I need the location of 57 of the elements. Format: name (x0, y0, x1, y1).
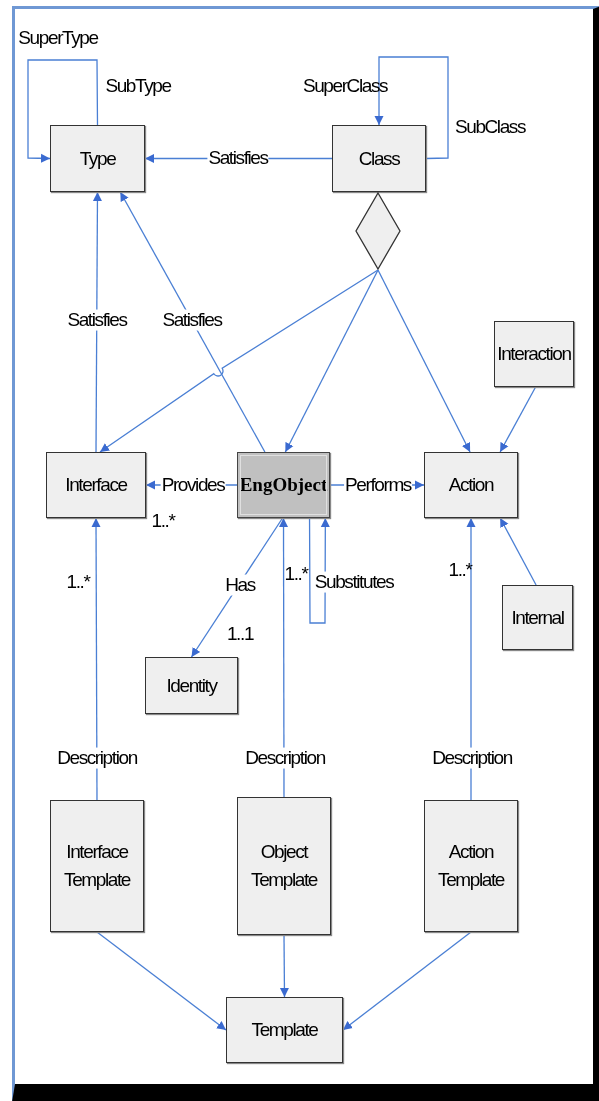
class-box (145, 657, 238, 714)
multiplicity-label: 1..* (284, 563, 308, 585)
edge-label: Description (56, 747, 138, 769)
arrow (499, 386, 537, 453)
arrow (374, 56, 449, 160)
class-name: Interface Template (63, 840, 132, 892)
arrow (279, 517, 288, 798)
class-box (237, 452, 330, 518)
class-name: Type (79, 146, 116, 171)
class-box (332, 125, 426, 192)
class-name: Object Template (250, 840, 319, 892)
class-name: Internal (511, 605, 564, 630)
class-box (424, 800, 518, 932)
arrow (119, 191, 266, 453)
arrow (91, 517, 101, 801)
class-name: EngObject (239, 473, 328, 498)
edge-label: Satisfies (161, 309, 223, 331)
multiplicity-label: 1..1 (226, 623, 254, 645)
edge-label: Description (244, 747, 326, 769)
arrow (284, 269, 379, 453)
multiplicity-label: 1..* (448, 559, 472, 581)
class-name: Class (358, 146, 400, 171)
multiplicity-label: 1..* (151, 510, 175, 532)
class-box (50, 125, 145, 192)
class-name: Interaction (497, 342, 571, 367)
edge-label: Substitutes (313, 571, 395, 593)
role-label: SubType (105, 75, 171, 97)
arrow (27, 59, 99, 163)
class-box (494, 321, 574, 387)
class-name: Action (448, 473, 494, 498)
arrow (342, 931, 472, 1031)
edge-label: Description (431, 747, 513, 769)
class-box (50, 800, 144, 932)
arrow (92, 191, 102, 453)
multiplicity-label: 1..* (66, 571, 90, 593)
arrow (279, 934, 289, 998)
class-name: Action Template (437, 840, 506, 892)
class-name: Identity (166, 673, 217, 698)
class-box (424, 452, 518, 518)
role-label: SubClass (454, 116, 526, 138)
edge-label: Has (224, 574, 256, 596)
role-label: SuperType (18, 27, 98, 49)
arrow (308, 517, 330, 624)
arrow (99, 269, 379, 453)
class-name: Template (251, 1018, 318, 1043)
class-box (226, 997, 343, 1063)
arrow (377, 269, 471, 453)
arrow (466, 517, 476, 801)
class-box (46, 452, 146, 518)
class-box (237, 797, 331, 935)
class-box (502, 585, 573, 650)
aggregation-diamond (355, 192, 401, 270)
arrow (499, 517, 537, 586)
class-name: Interface (65, 473, 127, 498)
arrow (96, 931, 227, 1031)
edge-label: Satisfies (66, 309, 128, 331)
role-label: SuperClass (302, 75, 388, 97)
